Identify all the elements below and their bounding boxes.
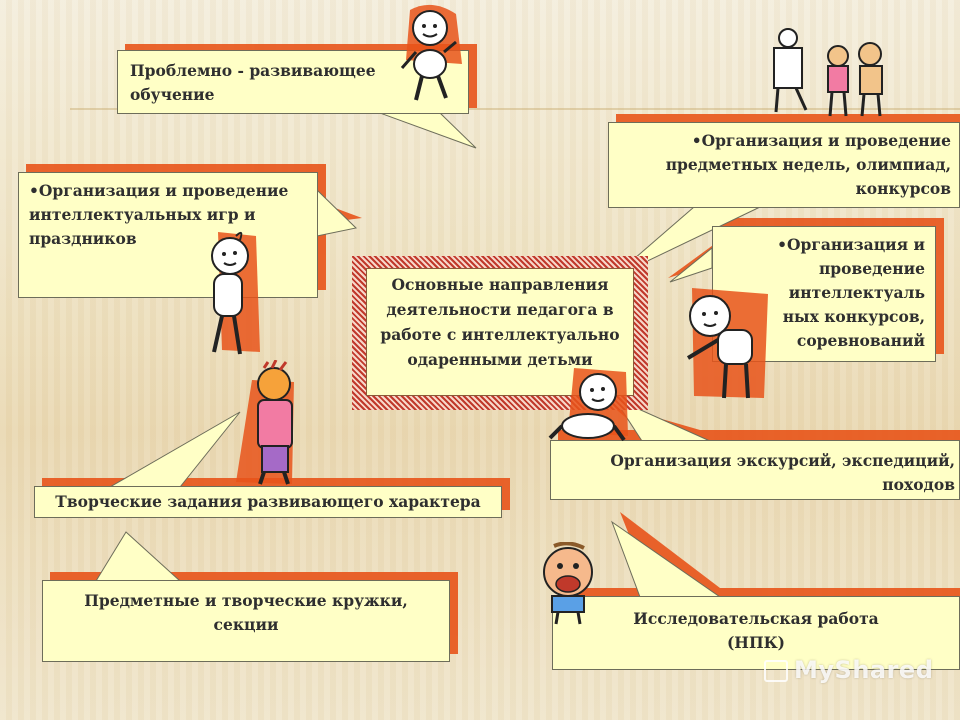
callout-line: Проблемно - развивающее bbox=[130, 61, 376, 80]
baby-figure-top bbox=[400, 4, 462, 101]
callout-line: (НПК) bbox=[726, 633, 786, 652]
center-line: деятельности педагога в bbox=[386, 300, 614, 319]
watermark-text: MyShared bbox=[794, 656, 934, 684]
callout-line: соревнований bbox=[796, 331, 925, 350]
callout-line: •Организация и проведение bbox=[29, 181, 289, 200]
callout-line: секции bbox=[213, 615, 279, 634]
callout-line: •Организация и проведение bbox=[691, 131, 951, 150]
watermark-icon bbox=[764, 660, 788, 682]
tail-contests bbox=[669, 246, 713, 283]
callout-line: Предметные и творческие кружки, bbox=[84, 591, 408, 610]
laughing-boy-figure bbox=[543, 542, 593, 625]
callout-line: •Организация и bbox=[777, 235, 925, 254]
callout-line: обучение bbox=[130, 85, 215, 104]
callout-line: Творческие задания развивающего характер… bbox=[55, 492, 481, 511]
child-figure-pink bbox=[236, 360, 294, 485]
callout-line: походов bbox=[882, 475, 955, 494]
child-figure-left bbox=[211, 231, 260, 355]
callout-clubs: Предметные и творческие кружки, секции bbox=[42, 580, 450, 662]
callout-intellectual-games: •Организация и проведение интеллектуальн… bbox=[18, 172, 318, 298]
callout-line: Организация экскурсий, экспедиций, bbox=[610, 451, 955, 470]
center-line: Основные направления bbox=[391, 275, 609, 294]
tail-clubs bbox=[95, 531, 182, 582]
callout-line: праздников bbox=[29, 229, 137, 248]
center-line: работе с интеллектуально bbox=[380, 325, 620, 344]
center-line: одаренными детьми bbox=[407, 350, 593, 369]
callout-subject-weeks: •Организация и проведение предметных нед… bbox=[608, 122, 960, 208]
callout-creative-tasks: Творческие задания развивающего характер… bbox=[34, 486, 502, 518]
callout-research: Исследовательская работа (НПК) bbox=[552, 596, 960, 670]
child-figure-right bbox=[686, 288, 768, 399]
callout-line: интеллектуаль bbox=[788, 283, 925, 302]
tail-problem bbox=[379, 112, 477, 149]
watermark-logo: MyShared bbox=[764, 656, 933, 684]
callout-line: предметных недель, олимпиад, bbox=[665, 155, 951, 174]
doctor-and-children bbox=[773, 28, 883, 117]
tail-games bbox=[316, 188, 358, 237]
callout-line: проведение bbox=[818, 259, 925, 278]
tail-research bbox=[610, 520, 722, 598]
callout-line: интеллектуальных игр и bbox=[29, 205, 256, 224]
sitting-child-figure bbox=[548, 368, 628, 442]
tail-creative bbox=[108, 411, 241, 488]
callout-line: Исследовательская работа bbox=[633, 609, 879, 628]
callout-excursions: Организация экскурсий, экспедиций, поход… bbox=[550, 440, 960, 500]
decorative-rule bbox=[70, 108, 960, 110]
callout-line: ных конкурсов, bbox=[782, 307, 925, 326]
callout-line: конкурсов bbox=[855, 179, 951, 198]
shadow-tail-contests bbox=[668, 240, 720, 278]
